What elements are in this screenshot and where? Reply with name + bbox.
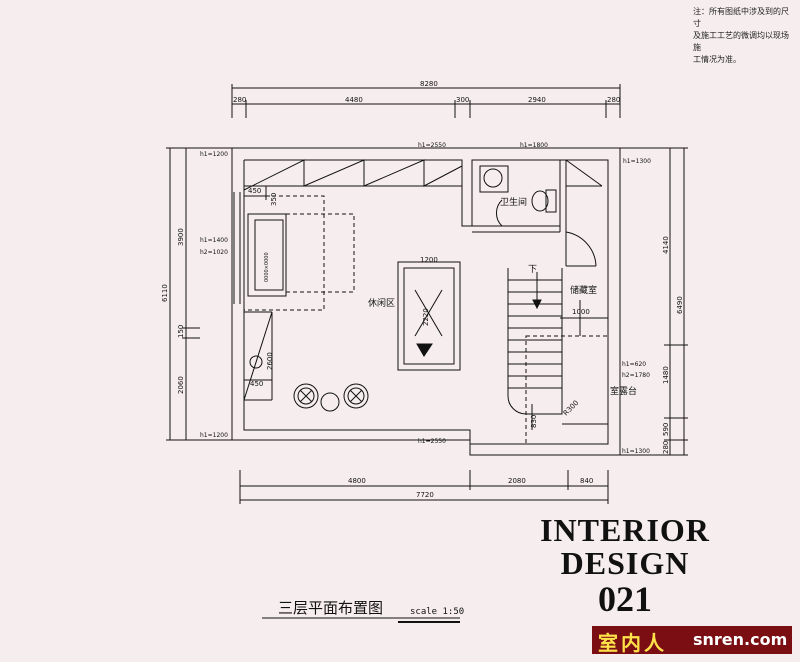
brand-line-3: 021 [598,579,652,619]
dim-right-overall: 6490 [676,296,684,314]
dim-1000: 1000 [572,308,590,316]
sofa-size-label: 0000×0000 [264,252,270,282]
dim-bench: 2600 [266,352,274,370]
dim-overall-top: 8280 [420,80,438,88]
dim-left-overall: 6110 [161,284,169,302]
height-bottom-mid: h1=2550 [418,438,446,445]
height-bottom-left: h1=1200 [200,432,228,439]
dim-bottom-a: 4800 [348,477,366,485]
dim-right-d: 280 [662,441,670,454]
dim-left-c: 2060 [177,376,185,394]
height-left-mid2: h2=1020 [200,249,228,256]
height-top-left: h1=1200 [200,151,228,158]
dim-350: 350 [270,193,278,206]
height-bottom-right: h1=1300 [622,448,650,455]
room-leisure-label: 休闲区 [368,297,395,309]
dim-left-b: 150 [177,325,185,338]
dim-top-b: 4480 [345,96,363,104]
dim-bottom-c: 840 [580,477,593,485]
dim-billiard-h: 2220 [422,308,430,326]
height-right-mid1: h1=620 [622,361,646,368]
note-line-3: 工情况为准。 [693,55,741,64]
height-right-mid2: h2=1780 [622,372,650,379]
plan-scale: scale 1:50 [410,607,465,617]
watermark-cn: 室内人 [598,631,667,655]
dim-right-b: 1480 [662,366,670,384]
dim-left-a: 3900 [177,228,185,246]
dim-450b: 450 [250,380,263,388]
note-line-2: 及施工工艺的微调均以现场施 [693,31,789,52]
dim-830: 830 [530,415,538,428]
brand-line-2: DESIGN [560,545,690,581]
height-top-right: h1=1300 [623,158,651,165]
plan-title: 三层平面布置图 [278,599,384,617]
dim-top-a: 280 [233,96,246,104]
room-terrace-label: 室露台 [610,385,637,397]
dim-top-c: 300 [456,96,469,104]
note-line-1: 注：所有图纸中涉及到的尺寸 [693,7,789,28]
construction-note: 注：所有图纸中涉及到的尺寸 及施工工艺的微调均以现场施 工情况为准。 [693,6,793,66]
room-bathroom-label: 卫生间 [500,196,527,208]
watermark-banner: 室内人 snren.com [592,626,792,655]
stair-down-label: 下 [528,265,537,275]
watermark-en: snren.com [693,630,788,649]
dim-top-d: 2940 [528,96,546,104]
dim-bottom-total: 7720 [416,491,434,499]
dim-r300: R300 [562,399,581,418]
dim-right-a: 4140 [662,236,670,254]
brand-line-1: INTERIOR [540,512,710,548]
dim-billiard-w: 1200 [420,256,438,264]
dim-450a: 450 [248,187,261,195]
dim-top-e: 280 [607,96,620,104]
dim-bottom-b: 2080 [508,477,526,485]
height-left-mid1: h1=1400 [200,237,228,244]
height-top-mid: h1=2550 [418,142,446,149]
room-storage-label: 储藏室 [570,284,597,296]
height-top-bath: h1=1800 [520,142,548,149]
dim-right-c: 590 [662,423,670,436]
